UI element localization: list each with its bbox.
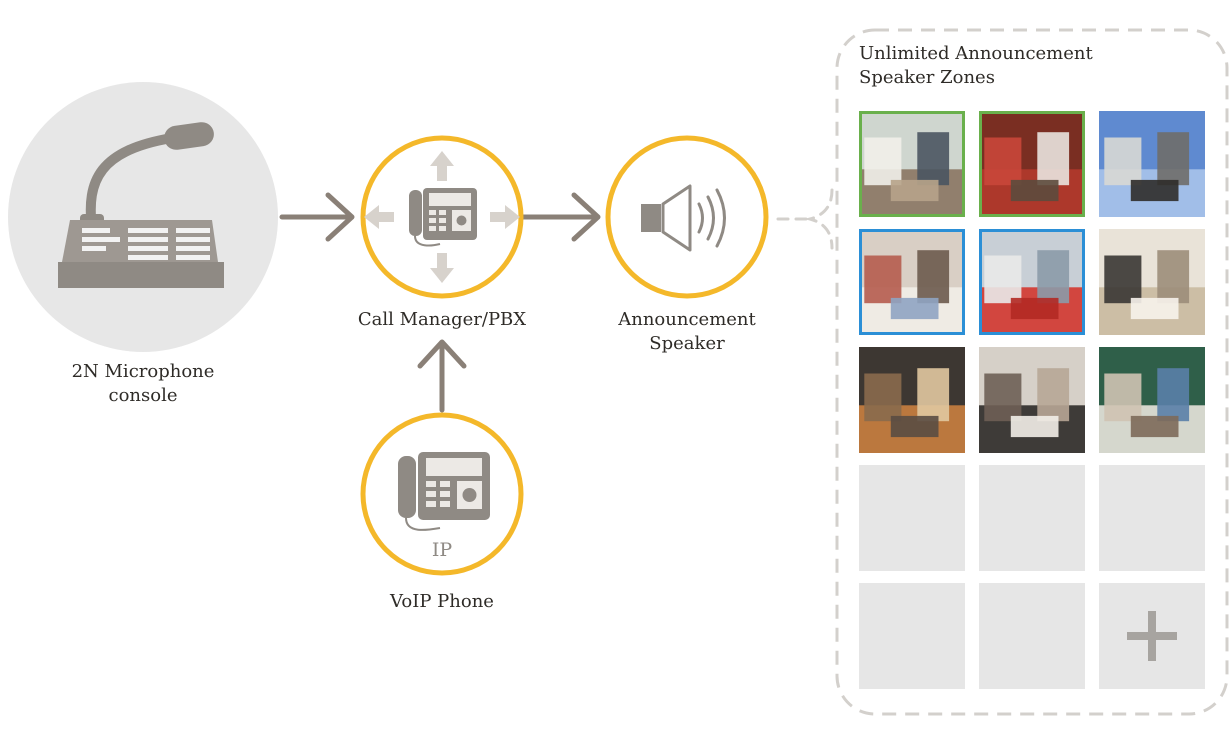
zone-tile — [979, 583, 1085, 689]
zone-tile — [979, 111, 1085, 217]
zone-tile — [859, 465, 965, 571]
zone-grid — [859, 111, 1205, 689]
zone-tile — [859, 583, 965, 689]
speaker-icon — [641, 184, 726, 252]
speaker-to-zones-connector — [776, 188, 834, 250]
zones-title: Unlimited Announcement Speaker Zones — [859, 43, 1093, 88]
zone-tile — [1099, 347, 1205, 453]
desk-phone-icon — [409, 188, 477, 247]
arrow-console-to-pbx — [279, 192, 355, 242]
microphone-console-node — [8, 82, 278, 352]
plus-icon[interactable] — [1127, 611, 1177, 661]
microphone-console-label: 2N Microphone console — [71, 361, 215, 406]
arrow-phone-to-pbx — [417, 339, 467, 413]
call-manager-label: Call Manager/PBX — [357, 309, 527, 330]
microphone-console-icon — [58, 122, 224, 288]
zone-tile — [859, 111, 965, 217]
zone-tile — [1099, 583, 1205, 689]
call-manager-node — [360, 135, 524, 299]
ip-phone-icon — [398, 452, 490, 531]
zone-tile — [859, 229, 965, 335]
zone-tile — [979, 347, 1085, 453]
announcement-speaker-node — [605, 135, 769, 299]
voip-phone-label: VoIP Phone — [390, 591, 494, 612]
zone-tile — [1099, 111, 1205, 217]
zones-container — [835, 28, 1229, 716]
zone-tile — [979, 465, 1085, 571]
arrow-pbx-to-speaker — [519, 192, 601, 242]
zone-tile — [979, 229, 1085, 335]
announcement-speaker-label: Announcement Speaker — [618, 309, 756, 354]
zone-tile — [1099, 229, 1205, 335]
ip-badge: IP — [432, 539, 453, 561]
voip-phone-node: IP — [360, 412, 524, 576]
zone-tile — [859, 347, 965, 453]
direction-arrows-icon — [364, 151, 520, 283]
zone-tile — [1099, 465, 1205, 571]
